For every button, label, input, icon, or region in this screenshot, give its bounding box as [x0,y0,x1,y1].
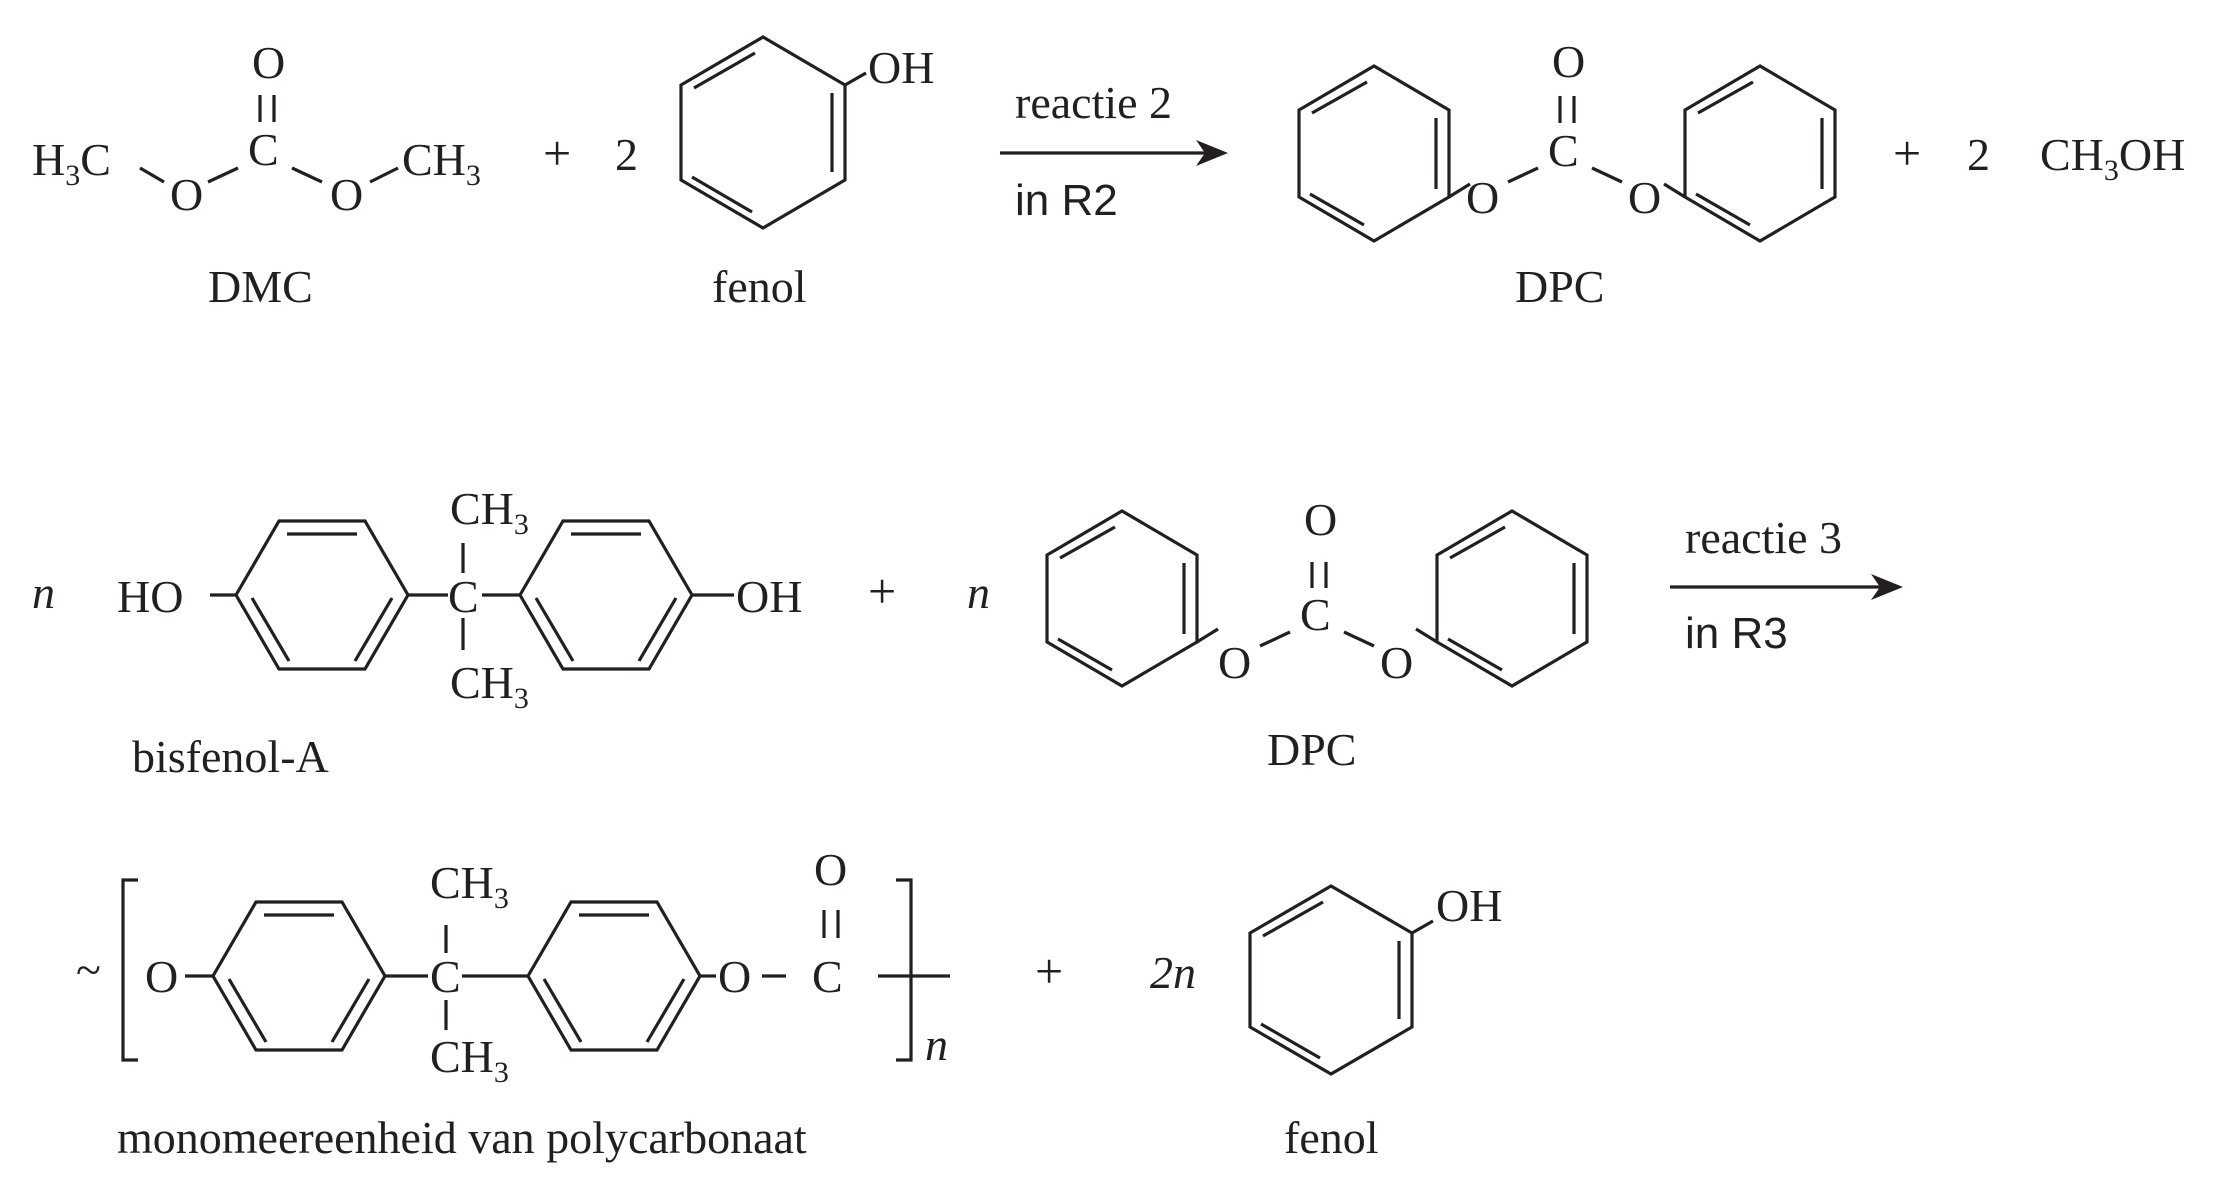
polycarbonate-unit: ~ O C CH3 CH3 O C O n monomeereenheid va… [76,844,950,1163]
polycarbonate-name: monomeereenheid van polycarbonaat [117,1112,807,1163]
reaction-arrow-2: reactie 2 in R2 [1000,77,1228,225]
arrow-head [1871,574,1903,600]
benzene-ring [679,35,847,230]
benzene-ring [1683,64,1837,243]
quaternary-carbon: C [430,951,461,1002]
dpc-molecule: O C O O DPC [1045,494,1589,775]
arrow-label-below: in R3 [1685,609,1788,658]
coefficient: 2 [1967,129,1990,180]
coefficient: n [32,567,55,618]
fenol-name: fenol [1284,1112,1379,1163]
dpc-molecule: O C O O DPC [1297,36,1837,312]
bond [369,166,399,184]
hydroxyl-label: OH [868,42,934,93]
bisfenol-a-molecule: HO C CH3 CH3 OH bisfenol-A [117,483,802,782]
fenol-molecule: OH fenol [679,35,934,312]
arrow-label-below: in R2 [1015,176,1118,225]
arrow-label-above: reactie 2 [1015,77,1172,128]
oxygen-left: O [145,951,178,1002]
reaction-arrow-3: reactie 3 in R3 [1670,512,1903,658]
svg-text:CH3: CH3 [430,1031,509,1089]
oxygen-left: O [1218,637,1251,688]
methanol-formula: CH3OH [2040,129,2185,187]
dmc-name: DMC [208,261,313,312]
carbonyl-carbon: C [1300,589,1331,640]
dpc-name: DPC [1267,724,1356,775]
fenol-name: fenol [712,261,807,312]
methyl-bottom: CH [430,1031,494,1082]
coefficient: 2n [1150,947,1196,998]
oxygen-right: O [1380,637,1413,688]
bond [207,166,239,184]
dmc-molecule: H3C O C O O CH3 DMC [32,37,481,312]
benzene-ring [526,900,702,1052]
oxygen-left: O [170,169,203,220]
carbonyl-oxygen: O [814,844,847,895]
chain-continuation: ~ [76,944,101,995]
methyl-bottom: CH [450,657,514,708]
svg-text:CH3: CH3 [450,483,529,541]
svg-text:CH3: CH3 [402,134,481,192]
hydroxyl-label: OH [1436,880,1502,931]
plus-sign: + [1035,943,1063,999]
dpc-name: DPC [1515,261,1604,312]
coefficient: n [967,567,990,618]
oxygen-left: O [1466,172,1499,223]
methyl-top: CH [430,857,494,908]
benzene-ring [1435,509,1589,688]
oxygen-right: O [330,169,363,220]
benzene-ring [211,900,387,1052]
carbon-center: C [248,124,279,175]
plus-sign: + [1893,125,1921,181]
bond [139,166,165,184]
oxygen-top: O [1552,36,1585,87]
methyl-top: CH [450,483,514,534]
plus-sign: + [868,563,896,619]
hydroxyl-right: OH [736,571,802,622]
oxygen-right: O [718,951,751,1002]
hydroxyl-left: HO [117,571,183,622]
coefficient: 2 [615,129,638,180]
bisfenol-a-name: bisfenol-A [132,731,329,782]
svg-text:H3C: H3C [32,134,111,192]
h3c-label: H [32,134,65,185]
right-bracket [896,878,913,1062]
benzene-ring [234,519,410,671]
benzene-ring [518,519,694,671]
benzene-ring [1248,884,1414,1076]
oxygen-top: O [252,37,285,88]
svg-text:CH3: CH3 [450,657,529,715]
svg-text:CH3: CH3 [430,857,509,915]
plus-sign: + [543,125,571,181]
bond [291,166,323,184]
oxygen-top: O [1304,494,1337,545]
arrow-label-above: reactie 3 [1685,512,1842,563]
oxygen-right: O [1628,172,1661,223]
benzene-ring [1045,509,1199,688]
fenol-molecule: OH fenol [1248,880,1502,1163]
arrow-head [1196,140,1228,166]
repeat-count: n [925,1019,948,1070]
left-bracket [121,878,138,1062]
ch3-label: CH [402,134,466,185]
carbonyl-carbon: C [1548,125,1579,176]
quaternary-carbon: C [448,571,479,622]
benzene-ring [1297,64,1451,243]
carbonyl-carbon: C [812,951,843,1002]
